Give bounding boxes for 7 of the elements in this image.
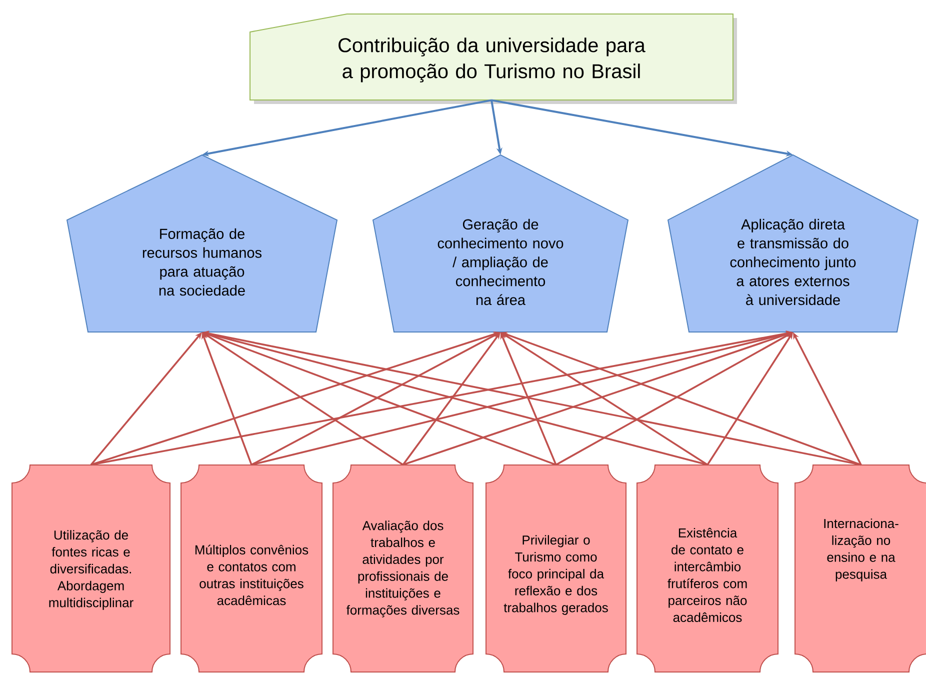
notched-box: Avaliação dos trabalhos e atividades por profissionais de instituições e formações diversas <box>332 464 474 672</box>
notched-box: Internaciona- lização no ensino e na pesquisa <box>794 464 926 672</box>
notched-box: Utilização de fontes ricas e diversificadas. Abordagem multidisciplinar <box>12 464 170 672</box>
title-box: Contribuição da universidade para a promoção do Turismo no Brasil <box>250 14 737 104</box>
notched-box: Múltiplos convênios e contatos com outras instituições acadêmicas <box>180 464 322 672</box>
notched-box: Existência de contato e intercâmbio frutíferos com parceiros não acadêmicos <box>636 464 778 672</box>
notched-box: Privilegiar o Turismo como foco principal da reflexão e dos trabalhos gerados <box>486 464 626 672</box>
